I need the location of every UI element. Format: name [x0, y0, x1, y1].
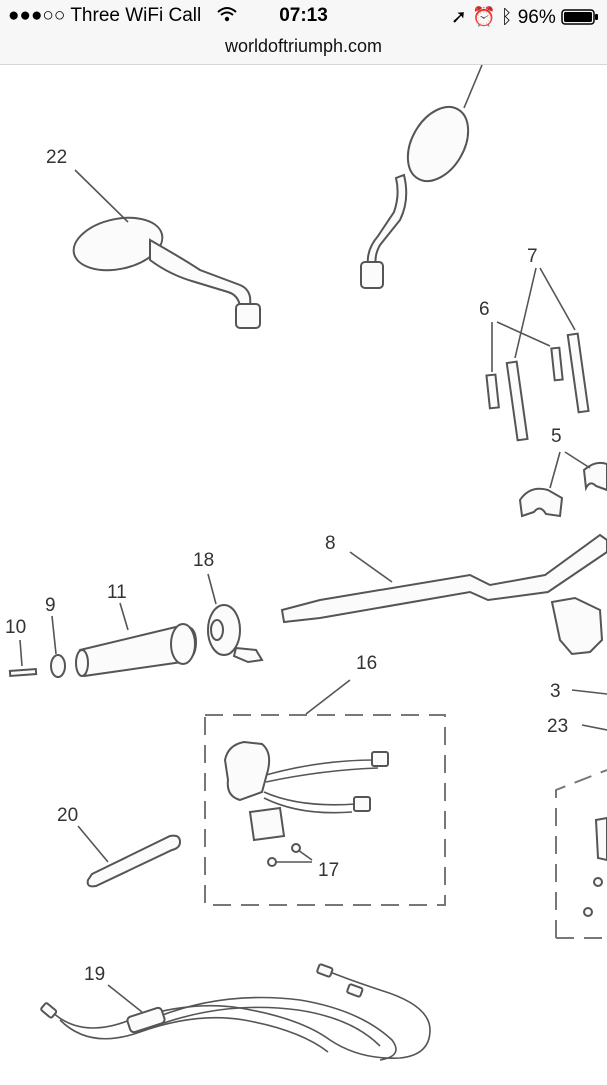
- clamps: [518, 451, 607, 518]
- callout-5: 5: [551, 426, 562, 447]
- callout-3: 3: [550, 681, 561, 702]
- riser: [550, 596, 607, 731]
- callout-11: 11: [107, 582, 127, 603]
- callout-9: 9: [45, 595, 56, 616]
- throttle-cables: [40, 963, 431, 1061]
- parts-diagram: 22 7 6 5 8 18 11 9 10 16 3 23 20 17 19: [0, 64, 607, 1080]
- location-icon: ➚: [450, 7, 467, 28]
- right-assembly: [555, 769, 607, 939]
- mirror-right: [360, 64, 483, 289]
- callout-10: 10: [5, 617, 26, 638]
- parts-diagram-svg: 22 7 6 5 8 18 11 9 10 16 3 23 20 17 19: [5, 64, 607, 1061]
- status-right: ➚ ⏰ ᛒ 96%: [451, 5, 599, 29]
- callout-8: 8: [325, 533, 336, 554]
- carrier-label: ●●●○○ Three WiFi Call: [8, 5, 202, 26]
- url-text: worldoftriumph.com: [224, 36, 383, 56]
- mirror-left: [72, 169, 261, 329]
- grip: [75, 602, 198, 678]
- bracket: [77, 825, 182, 888]
- callout-22: 22: [46, 147, 67, 168]
- callout-18: 18: [193, 550, 214, 571]
- throttle-pulley: [207, 573, 264, 664]
- address-bar[interactable]: worldoftriumph.com: [0, 34, 607, 65]
- alarm-icon: ⏰: [472, 7, 496, 28]
- callout-23: 23: [547, 716, 568, 737]
- callout-6: 6: [479, 299, 490, 320]
- clock: 07:13: [279, 5, 328, 26]
- battery-percent: 96%: [517, 7, 556, 28]
- callout-19: 19: [84, 964, 105, 985]
- switch-assembly: [204, 679, 446, 906]
- status-bar: ●●●○○ Three WiFi Call 07:13 ➚ ⏰ ᛒ 96%: [0, 0, 607, 34]
- washer-screw: [8, 615, 66, 678]
- callout-20: 20: [57, 805, 78, 826]
- battery-icon: [561, 7, 599, 28]
- callout-17: 17: [318, 860, 339, 881]
- bolts: [485, 267, 590, 442]
- bluetooth-icon: ᛒ: [501, 7, 513, 28]
- callout-7: 7: [527, 246, 538, 267]
- handlebar: [280, 533, 607, 624]
- callout-16: 16: [356, 653, 377, 674]
- wifi-icon: [216, 5, 238, 29]
